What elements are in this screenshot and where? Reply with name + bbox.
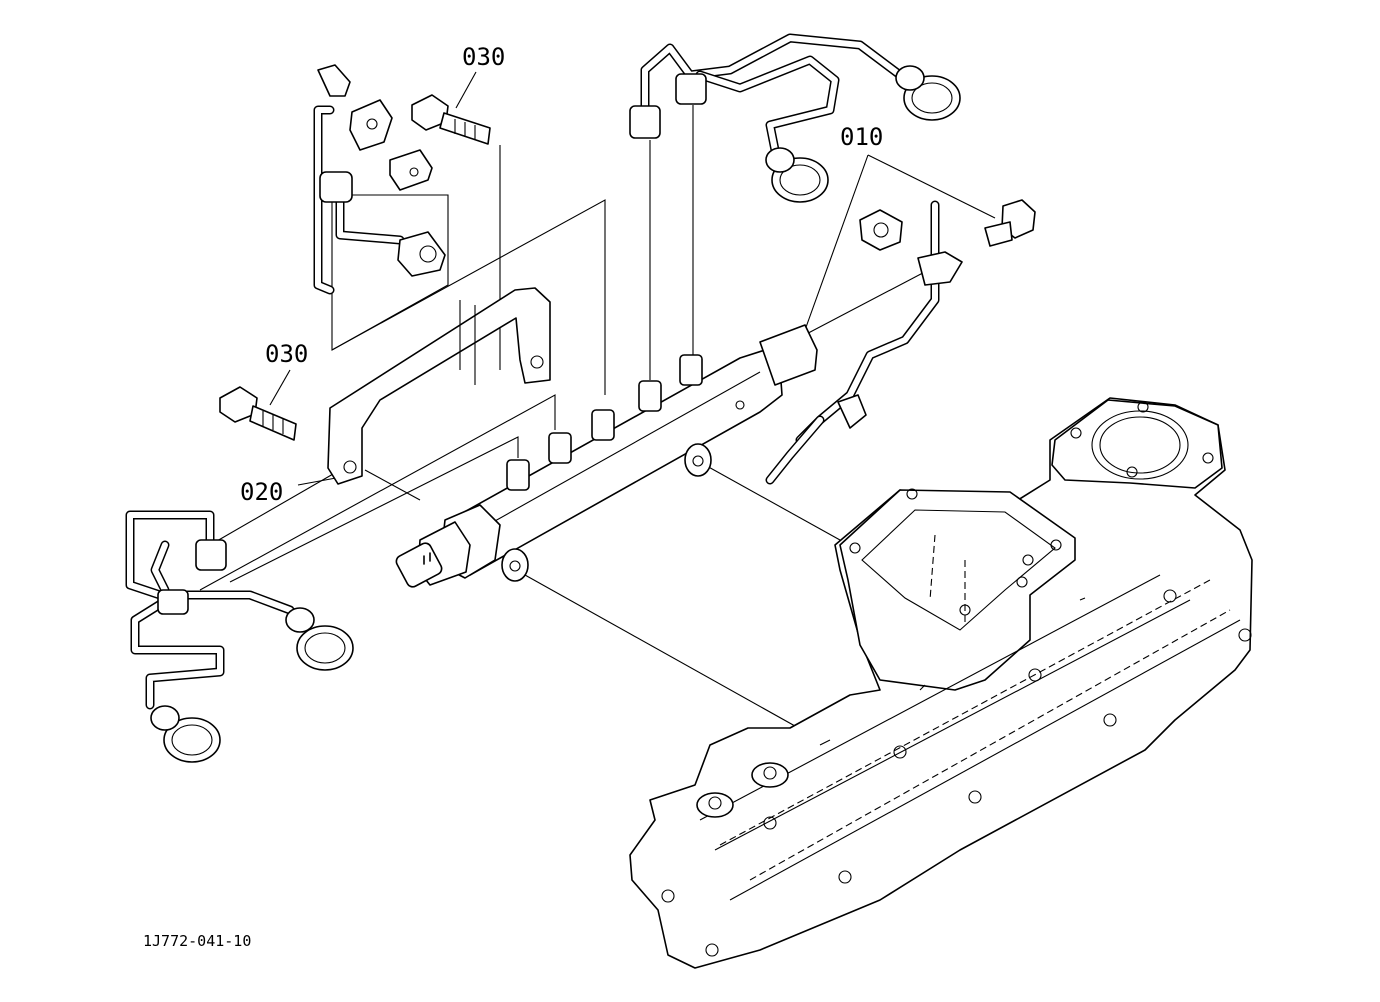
- pipe-clamp-group: [313, 64, 476, 385]
- bolt-030-lower: [219, 386, 297, 441]
- drawing-number: 1J772-041-10: [143, 932, 251, 950]
- injection-pipes-left: [125, 510, 354, 763]
- callout-020: 020: [240, 478, 283, 506]
- injection-pipes-top: [629, 33, 961, 203]
- callout-030-lower: 030: [265, 340, 308, 368]
- callout-010: 010: [840, 123, 883, 151]
- intake-manifold: [629, 397, 1253, 969]
- return-line: [765, 199, 1036, 485]
- callout-030-upper: 030: [462, 43, 505, 71]
- bolt-030-upper: [411, 94, 491, 145]
- bracket-020: [327, 287, 551, 485]
- common-rail: [395, 324, 818, 588]
- leader-lines: [199, 71, 996, 741]
